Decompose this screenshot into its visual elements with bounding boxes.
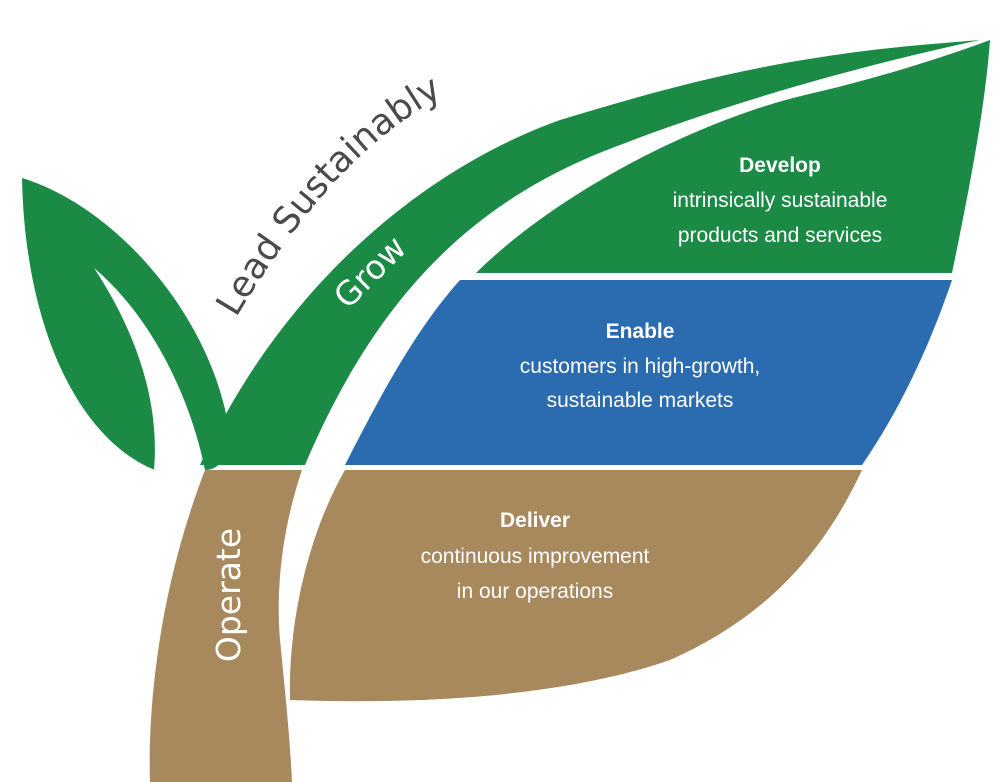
- deliver-title: Deliver: [500, 509, 570, 532]
- small-leaf-vein: [94, 268, 205, 470]
- enable-line2: sustainable markets: [547, 389, 734, 412]
- deliver-band: [289, 470, 863, 702]
- enable-title: Enable: [606, 320, 675, 343]
- deliver-text: Deliver continuous improvement in our op…: [421, 509, 650, 603]
- develop-title: Develop: [739, 154, 821, 177]
- deliver-line1: continuous improvement: [421, 545, 650, 568]
- enable-line1: customers in high-growth,: [520, 355, 760, 378]
- enable-text: Enable customers in high-growth, sustain…: [520, 320, 760, 412]
- enable-band: [345, 280, 952, 465]
- develop-line2: products and services: [678, 224, 882, 247]
- operate-label: Operate: [209, 528, 248, 662]
- small-leaf: [22, 178, 229, 470]
- develop-text: Develop intrinsically sustainable produc…: [673, 154, 888, 247]
- grow-stem: [200, 40, 980, 465]
- operate-stem: [149, 470, 302, 782]
- develop-line1: intrinsically sustainable: [673, 189, 888, 212]
- develop-band: [476, 40, 990, 273]
- deliver-line2: in our operations: [457, 580, 613, 603]
